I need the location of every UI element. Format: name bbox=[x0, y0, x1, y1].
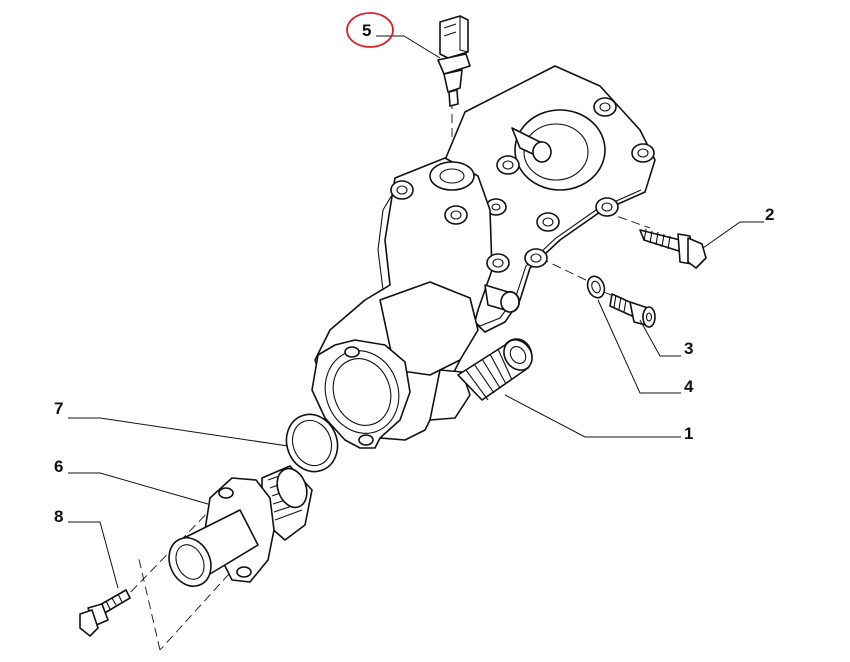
callout-label-8: 8 bbox=[54, 507, 63, 526]
callout-labels: 5 2 3 4 1 7 6 8 bbox=[54, 21, 774, 526]
thermostat-cover bbox=[168, 465, 313, 587]
thermostat-housing bbox=[311, 65, 656, 449]
cover-bolt bbox=[79, 589, 131, 637]
callout-label-2: 2 bbox=[765, 205, 774, 224]
callout-label-7: 7 bbox=[54, 399, 63, 418]
o-ring-seal bbox=[285, 413, 339, 473]
callout-highlight-ring bbox=[346, 12, 394, 48]
callout-label-4: 4 bbox=[684, 377, 694, 396]
callout-label-5: 5 bbox=[362, 21, 371, 40]
temperature-sensor bbox=[437, 15, 471, 107]
callout-label-6: 6 bbox=[54, 457, 63, 476]
flange-bolt bbox=[639, 228, 707, 269]
leader-lines bbox=[68, 35, 764, 589]
socket-head-screw bbox=[609, 293, 656, 328]
washer bbox=[586, 275, 606, 299]
callout-label-3: 3 bbox=[684, 339, 693, 358]
callout-label-1: 1 bbox=[684, 424, 693, 443]
